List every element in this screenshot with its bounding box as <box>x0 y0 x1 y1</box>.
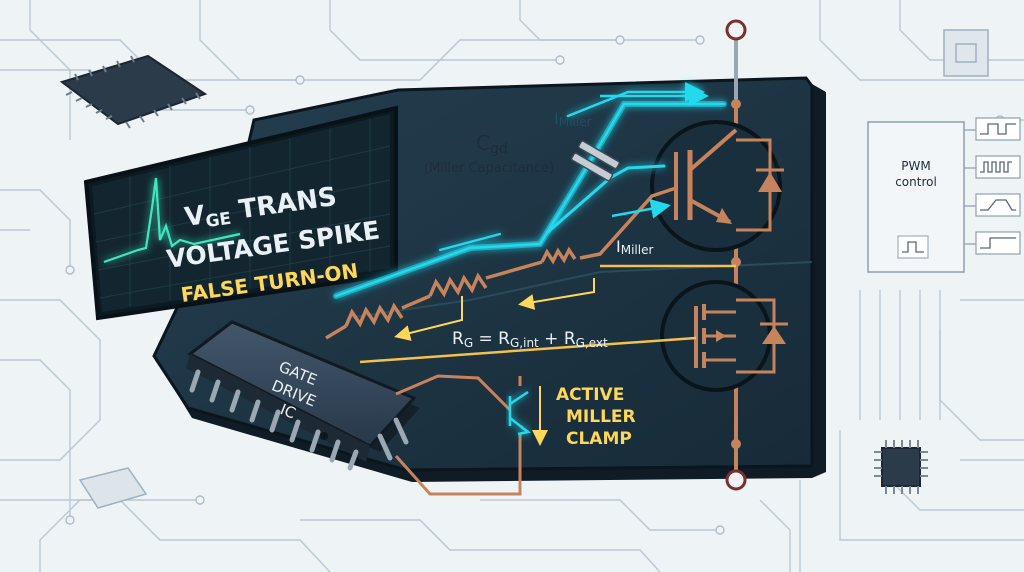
gate-drive-ic: GATE DRIVE IC <box>186 320 420 471</box>
cgd-label: Cgd <box>476 131 508 157</box>
gate-drive-line3: IC <box>278 400 299 422</box>
clamp-line1: ACTIVE <box>556 385 624 405</box>
pad-bottom-left <box>78 467 148 509</box>
microchip-top-left <box>59 54 208 129</box>
gate-current-arrow-upper <box>518 278 595 310</box>
mosfet-gate-trace <box>359 336 697 364</box>
mosfet-transistor <box>660 280 788 392</box>
gate-current-arrow-lower <box>394 296 463 341</box>
miller-clamp-wiring <box>394 374 522 496</box>
clamp-line2: MILLER <box>566 407 636 427</box>
cgd-capacitor <box>570 140 621 182</box>
bottom-terminal <box>725 469 747 491</box>
rg-equation: RG = RG,int + RG,ext <box>452 329 608 350</box>
i-miller-mid-label: IMiller <box>616 237 653 257</box>
ic-pins <box>189 369 409 471</box>
microchip-bottom-right <box>874 440 928 494</box>
top-terminal <box>725 19 747 41</box>
oscilloscope-screen: VGE TRANS VOLTAGE SPIKE FALSE TURN-ON <box>83 105 398 321</box>
miller-arrow-mid <box>611 198 671 219</box>
microchip-right-top <box>943 29 989 77</box>
spike-waveform <box>103 177 241 264</box>
clamp-transistor <box>508 390 531 436</box>
miller-capacitance-note: (Miller Capacitance) <box>424 161 554 176</box>
pwm-control-label: control <box>895 175 937 189</box>
pwm-label: PWM <box>901 159 930 173</box>
gate-resistor-path <box>325 186 677 340</box>
power-stage <box>650 19 788 491</box>
trace-vias <box>65 35 1005 535</box>
clamp-line3: CLAMP <box>566 429 632 449</box>
pwm-control-block: PWM control <box>867 117 1021 273</box>
igbt-transistor <box>650 120 784 252</box>
i-miller-top-label: IMiller <box>554 109 591 129</box>
miller-current-path <box>333 82 727 299</box>
